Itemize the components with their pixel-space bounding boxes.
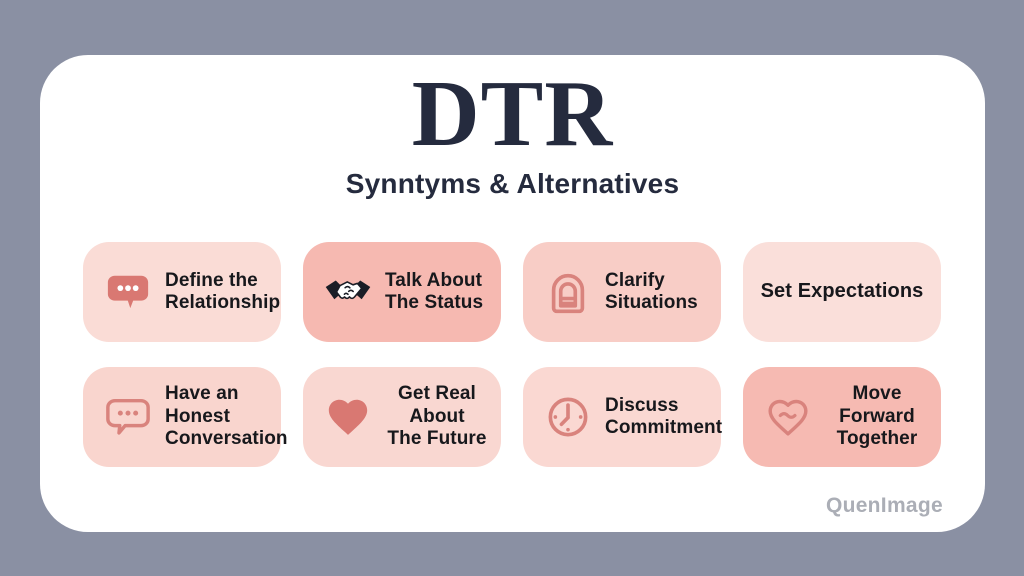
card-get-real-about-the-future: Get Real About The Future	[303, 367, 501, 467]
card-label: Have an Honest Conversation	[165, 383, 288, 450]
card-set-expectations: Set Expectations	[743, 242, 941, 342]
cards-grid: Define the Relationship Talk About The	[83, 242, 941, 467]
card-discuss-commitment: Discuss Commitment	[523, 367, 723, 467]
page-subtitle: Synntyms & Alternatives	[345, 168, 680, 199]
card-label: Talk About The Status	[385, 269, 484, 313]
chat-bubble-solid-icon	[105, 269, 151, 315]
card-define-the-relationship: Define the Relationship	[83, 242, 281, 342]
card-have-an-honest-conversation: Have an Honest Conversation	[83, 367, 288, 467]
heart-solid-icon	[325, 394, 371, 440]
card-talk-about-the-status: Talk About The Status	[303, 242, 501, 342]
card-label: Get Real About The Future	[387, 383, 487, 450]
card-label: Define the Relationship	[165, 269, 281, 313]
chat-bubble-outline-icon	[105, 394, 151, 440]
archive-outline-icon	[545, 269, 591, 315]
card-move-forward-together: Move Forward Together	[743, 367, 941, 467]
page-title: DTR	[411, 62, 614, 166]
card-label: Set Expectations	[760, 280, 924, 303]
main-panel: DTR Synntyms & Alternatives Define the R…	[40, 55, 985, 532]
card-label: Clarify Situations	[605, 269, 698, 313]
heart-outline-icon	[765, 394, 811, 440]
card-label: Move Forward Together	[836, 383, 918, 450]
watermark: QuenImage	[825, 494, 943, 517]
handshake-icon	[325, 269, 371, 315]
card-clarify-situations: Clarify Situations	[523, 242, 721, 342]
card-label: Discuss Commitment	[605, 394, 723, 438]
clock-outline-icon	[545, 394, 591, 440]
